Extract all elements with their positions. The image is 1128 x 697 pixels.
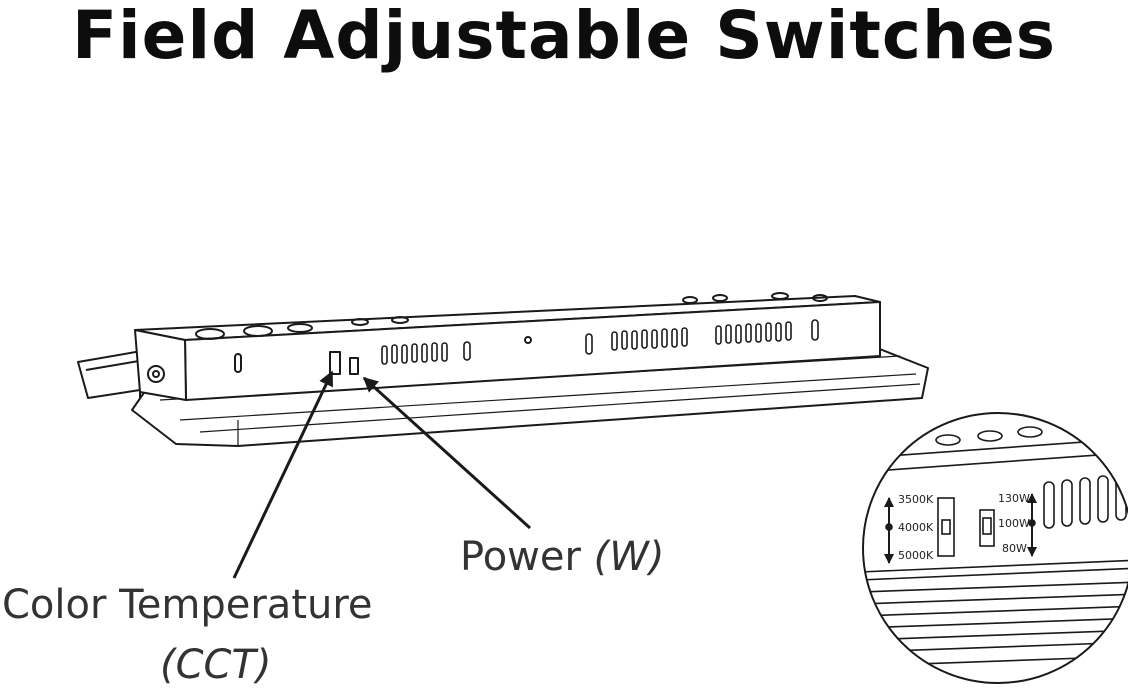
power-switch bbox=[349, 357, 359, 375]
wattage-option-1: 130W bbox=[998, 492, 1030, 505]
wattage-option-3: 80W bbox=[1002, 542, 1027, 555]
cct-callout-unit: (CCT) bbox=[160, 642, 272, 688]
vent-slots bbox=[381, 319, 819, 365]
cct-callout-label: Color Temperature bbox=[2, 582, 373, 628]
callout-arrows bbox=[232, 370, 532, 579]
power-unit-text: (W) bbox=[593, 534, 665, 580]
fixture-housing bbox=[77, 292, 929, 447]
driver-side bbox=[134, 329, 187, 401]
cct-switch bbox=[329, 351, 341, 375]
inset-magnifier: 3500K 4000K 5000K 130W 100W 80W bbox=[862, 412, 1128, 684]
cct-option-3: 5000K bbox=[898, 549, 934, 562]
power-label-text: Power bbox=[460, 534, 581, 580]
power-arrow bbox=[362, 376, 532, 530]
cct-option-1: 3500K bbox=[898, 493, 934, 506]
power-callout-label: Power (W) bbox=[460, 534, 664, 580]
cct-option-2: 4000K bbox=[898, 521, 934, 534]
wattage-option-2: 100W bbox=[998, 517, 1030, 530]
cct-arrow bbox=[232, 370, 334, 579]
page-title: Field Adjustable Switches bbox=[71, 0, 1057, 74]
